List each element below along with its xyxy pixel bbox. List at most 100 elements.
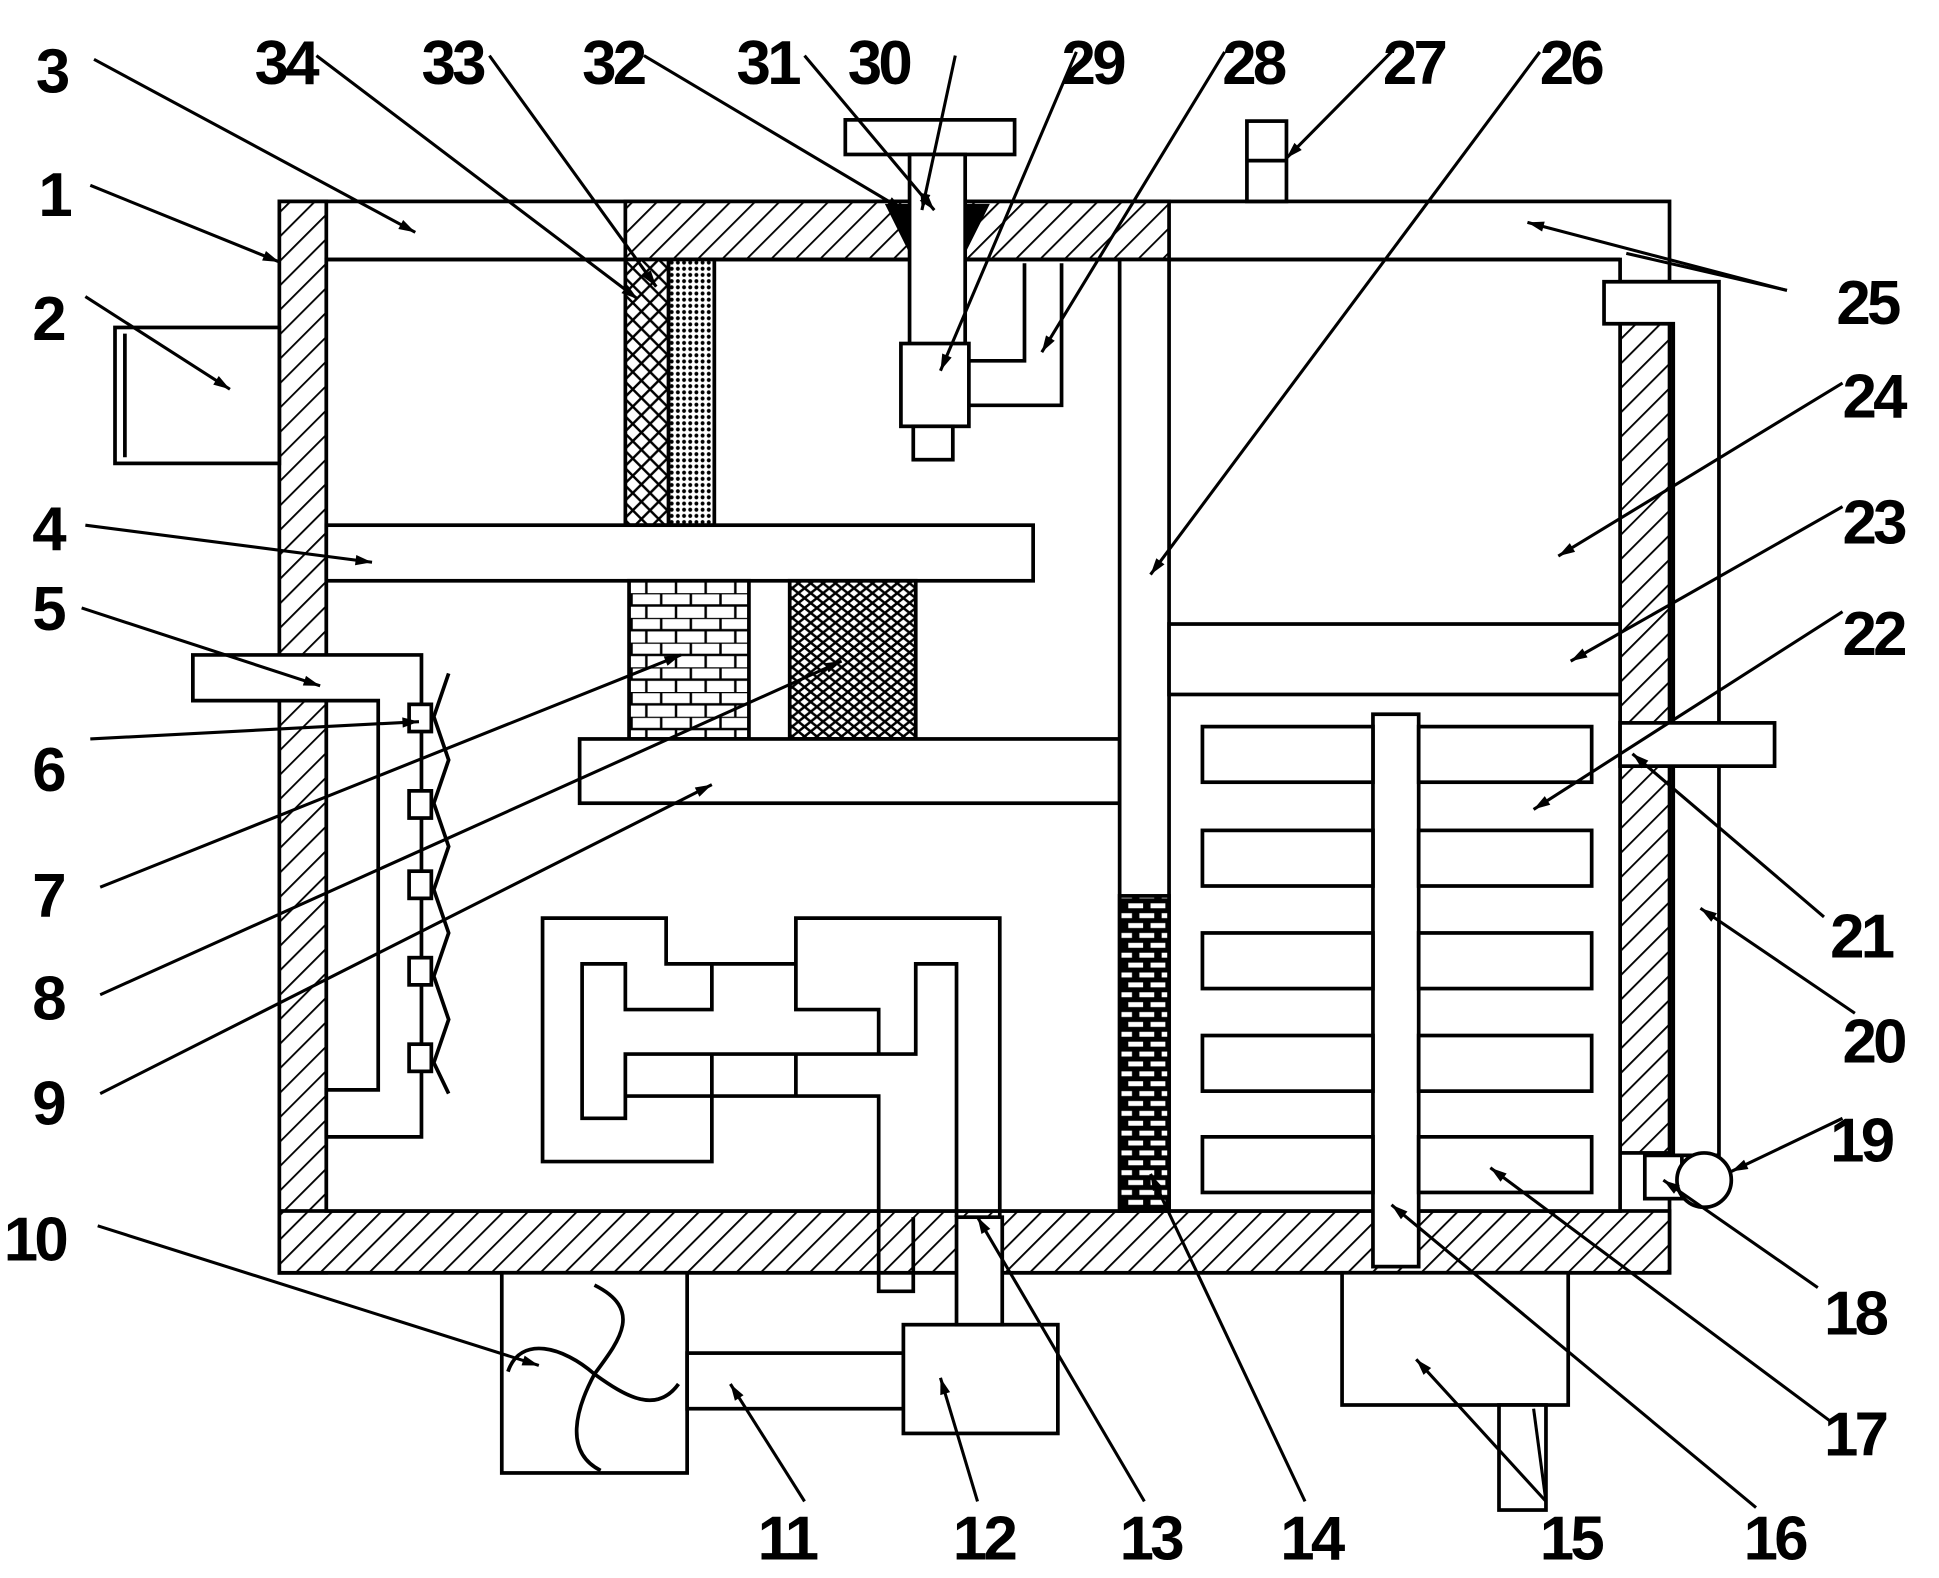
motor-15 [1340,1270,1571,1407]
arrow-head-icon [919,194,935,211]
nozzle-6 [407,789,434,820]
reference-label-10: 10 [4,1205,67,1274]
reference-label-18: 18 [1824,1280,1888,1349]
reference-label-27: 27 [1383,29,1446,98]
filter-8 [787,578,918,741]
nozzle-6 [407,1042,434,1074]
arrow-head-icon [1416,1359,1432,1375]
stirrer [1200,712,1594,1269]
leader-line-21 [1631,752,1825,919]
arrow-head-icon [730,1383,744,1401]
leader-line-23 [1569,505,1844,663]
arrow-head-icon [398,219,416,233]
reference-label-16: 16 [1744,1504,1808,1573]
stirring-blade [1416,724,1594,785]
stirring-blade [1416,931,1594,991]
leader-line-19 [1730,1116,1844,1173]
leader-line-13 [976,1216,1146,1503]
pump-12 [901,1322,1060,1436]
filter-7 [627,578,751,741]
arrow-head-icon [521,1355,539,1366]
reference-label-2: 2 [32,285,64,354]
reference-label-5: 5 [32,575,65,644]
reference-label-21: 21 [1830,903,1894,972]
leader-line-7 [99,653,682,889]
leader-line-18 [1662,1178,1819,1289]
serpentine-pipe-13 [540,916,1002,1294]
arrow-head-icon [1731,1159,1749,1172]
reference-label-17: 17 [1824,1401,1887,1470]
stirring-blade [1416,1033,1594,1093]
leader-line-14 [1149,1173,1307,1503]
arrow-head-icon [694,784,712,797]
spray-pipe-5 [191,653,451,1139]
arrow-head-icon [213,376,230,390]
plate-4 [324,523,1035,583]
arrow-head-icon [1490,1167,1507,1182]
reference-label-13: 13 [1120,1504,1184,1573]
leader-line-5 [81,606,321,688]
reference-label-32: 32 [582,29,645,98]
leader-line-32 [643,54,905,212]
leader-line-2 [84,295,231,391]
reference-label-15: 15 [1540,1504,1604,1573]
pipe-11 [685,1351,906,1411]
leader-line-15 [1415,1358,1548,1503]
filter-layer-33 [666,257,717,528]
leader-line-4 [85,523,373,564]
reference-label-22: 22 [1843,600,1906,669]
leader-line-33 [488,54,658,288]
leader-line-16 [1390,1203,1758,1509]
partition-23 [1167,622,1622,697]
arrow-head-icon [1570,648,1588,662]
arrow-head-icon [1558,543,1576,557]
arrow-head-icon [1391,1204,1408,1220]
arrow-head-icon [663,654,681,666]
leader-line-27 [1285,50,1393,160]
stirring-blade [1200,1134,1375,1195]
stirring-blade [1200,931,1375,991]
leader-line-17 [1489,1166,1832,1423]
arrow-head-icon [1700,908,1717,922]
arrow-head-icon [1533,796,1551,810]
leader-line-9 [99,783,713,1095]
reference-label-1: 1 [38,161,71,230]
reference-label-26: 26 [1540,29,1604,98]
reference-label-29: 29 [1062,29,1126,98]
reference-label-6: 6 [32,736,65,805]
stirring-blade [1200,1033,1375,1093]
reference-label-33: 33 [421,29,485,98]
reference-label-19: 19 [1830,1107,1894,1176]
arrow-head-icon [824,661,842,673]
arrow-head-icon [977,1217,991,1235]
reference-label-3: 3 [36,38,69,107]
arrow-head-icon [1286,142,1302,159]
arrow-head-icon [354,555,373,566]
leader-line-26 [1149,50,1542,576]
filter-14 [1117,894,1171,1213]
fan-10 [499,1270,689,1475]
filter-layer-34 [623,257,671,528]
reference-label-4: 4 [32,495,67,564]
arrow-head-icon [1632,753,1649,769]
leader-line-8 [99,659,843,997]
reference-label-7: 7 [32,862,64,931]
arrow-head-icon [262,251,280,262]
arrow-head-icon [402,717,419,728]
reference-label-24: 24 [1843,363,1909,432]
stirring-blade [1200,724,1375,785]
reference-label-12: 12 [953,1504,1016,1573]
leader-line-3 [93,57,417,234]
arrow-head-icon [940,1377,951,1396]
leader-line-24 [1557,381,1844,558]
leader-line-10 [97,1224,540,1367]
leader-line [1532,1408,1548,1502]
leader-line-6 [90,720,420,741]
reference-label-8: 8 [32,964,65,1033]
arrow-head-icon [940,353,952,371]
reference-label-25: 25 [1836,269,1900,338]
arrow-head-icon [621,284,638,300]
arrow-head-icon [1150,558,1165,575]
nozzle-6 [407,702,434,734]
